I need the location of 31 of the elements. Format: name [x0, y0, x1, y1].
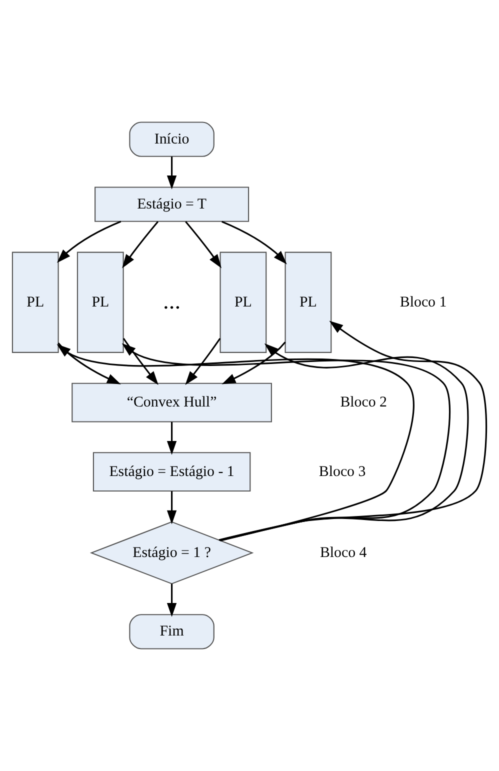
- node-box: PL: [76, 252, 124, 353]
- arrow: [185, 338, 221, 385]
- arrow: [219, 343, 469, 541]
- label: Bloco 3: [318, 464, 366, 480]
- node-box: Fim: [129, 614, 214, 650]
- arrow: [222, 220, 287, 264]
- node-box: PL: [220, 252, 267, 353]
- arrow: [166, 491, 177, 524]
- label: Bloco 2: [340, 394, 388, 410]
- label: Bloco 4: [320, 544, 367, 561]
- arrow: [218, 320, 488, 541]
- arrow: [222, 342, 286, 384]
- node-box: Estágio = T: [94, 186, 250, 222]
- node-box: PL: [12, 252, 59, 353]
- node-box: “Convex Hull”: [72, 382, 272, 422]
- label: ...: [163, 288, 181, 314]
- node-box: Estágio = Estágio - 1: [92, 452, 251, 492]
- arrow: [56, 220, 122, 263]
- arrow: [166, 422, 177, 455]
- arrow: [166, 156, 177, 190]
- node-box: PL: [284, 252, 332, 353]
- arrow: [58, 342, 121, 384]
- node-box: Início: [129, 122, 214, 157]
- arrow: [122, 343, 450, 542]
- arrow: [185, 221, 222, 268]
- arrow: [166, 584, 177, 617]
- arrow: [56, 344, 414, 542]
- arrow: [122, 221, 159, 268]
- arrow: [122, 338, 158, 385]
- node-diamond: Estágio = 1 ?: [90, 521, 254, 584]
- label: Bloco 1: [400, 294, 447, 310]
